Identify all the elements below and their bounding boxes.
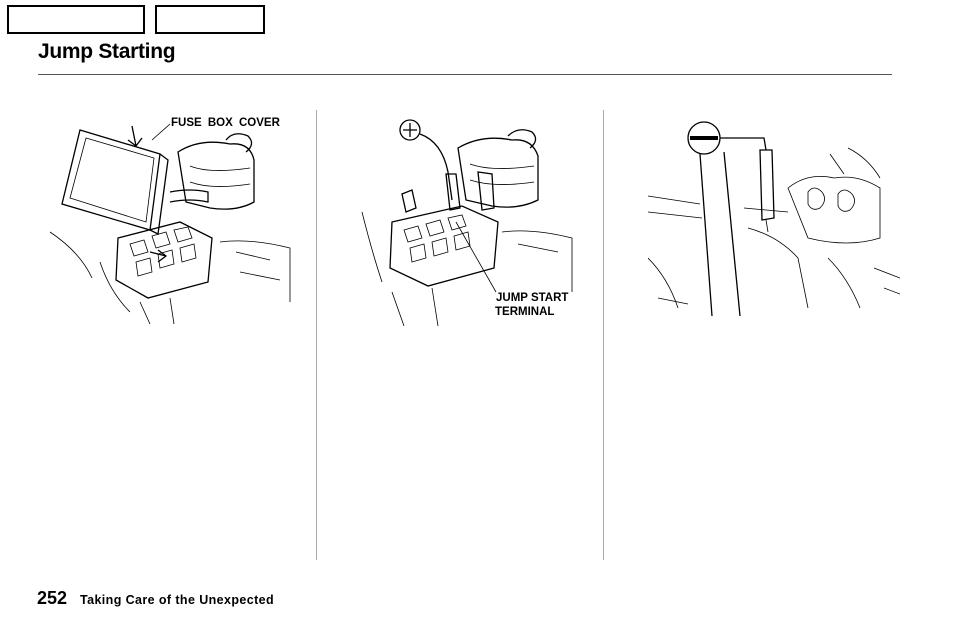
page-number: 252 xyxy=(37,588,68,608)
section-title: Taking Care of the Unexpected xyxy=(80,593,275,607)
jump-start-terminal-label-line2: TERMINAL xyxy=(495,306,555,318)
jump-start-terminal-illustration xyxy=(361,119,573,326)
fuse-box-cover-illustration xyxy=(49,123,291,324)
jump-start-terminal-label-line1: JUMP START xyxy=(496,292,569,304)
negative-ground-connection-illustration xyxy=(648,121,900,316)
page-title: Jump Starting xyxy=(38,40,176,63)
nav-button-section-index[interactable] xyxy=(155,5,265,34)
fuse-box-cover-label: FUSE BOX COVER xyxy=(171,117,280,129)
column-divider-left xyxy=(316,110,317,560)
nav-button-main-menu[interactable] xyxy=(7,5,145,34)
title-divider xyxy=(38,74,892,75)
column-divider-right xyxy=(603,110,604,560)
